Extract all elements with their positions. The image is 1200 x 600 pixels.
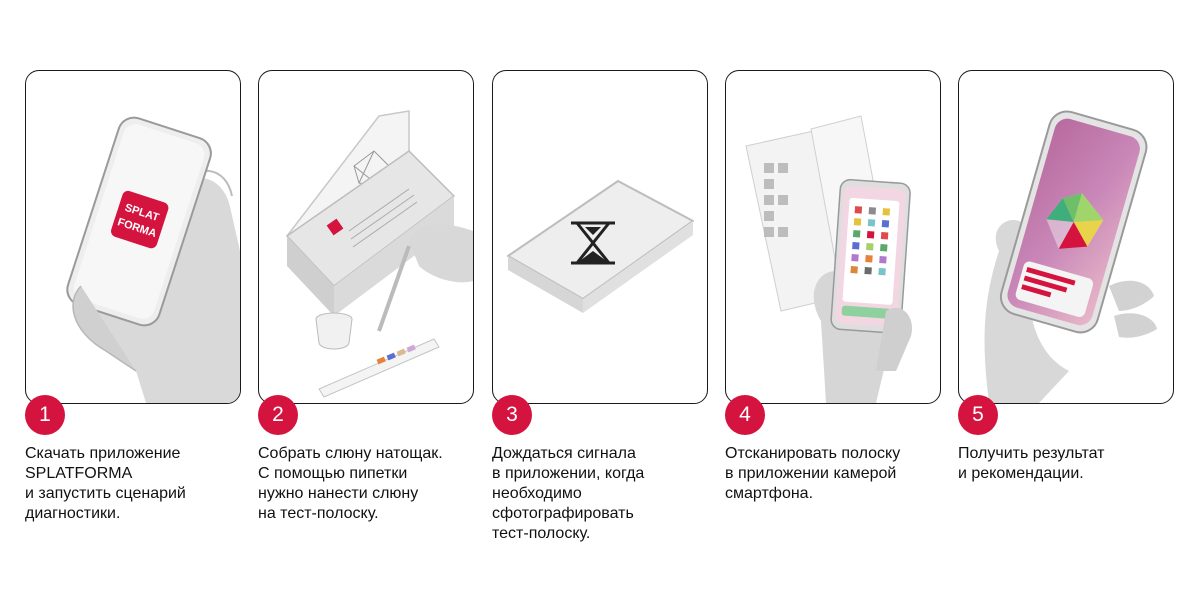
caption-line: Скачать приложение	[25, 445, 181, 462]
results-phone-icon	[984, 110, 1157, 403]
caption-line: и рекомендации.	[958, 465, 1084, 482]
caption-line: Получить результат	[958, 445, 1105, 462]
step-caption: Собрать слюну натощак. С помощью пипетки…	[258, 444, 478, 524]
caption-line: SPLATFORMA	[25, 465, 133, 482]
phone-in-hand-icon: SPLAT FORMA	[66, 116, 240, 403]
steps-row: SPLAT FORMA 1 Скачать приложение SPLATFO…	[25, 70, 1175, 570]
step-card	[958, 70, 1174, 404]
step-caption: Получить результат и рекомендации.	[958, 444, 1178, 484]
caption-line: нужно нанести слюну	[258, 485, 419, 502]
step-2: 2 Собрать слюну натощак. С помощью пипет…	[258, 70, 474, 550]
caption-line: в приложении, когда	[492, 465, 645, 482]
step-number-badge: 5	[958, 395, 998, 435]
step-number-badge: 1	[25, 395, 65, 435]
caption-line: в приложении камерой	[725, 465, 897, 482]
step-1: SPLAT FORMA 1 Скачать приложение SPLATFO…	[25, 70, 241, 550]
caption-line: С помощью пипетки	[258, 465, 408, 482]
test-kit-box-icon	[285, 110, 473, 398]
step-caption: Отсканировать полоску в приложении камер…	[725, 444, 945, 504]
caption-line: тест-полоску.	[492, 525, 591, 542]
caption-line: диагностики.	[25, 505, 121, 522]
step-number-badge: 4	[725, 395, 765, 435]
caption-line: смартфона.	[725, 485, 814, 502]
caption-line: Дождаться сигнала	[492, 445, 636, 462]
step-caption: Дождаться сигнала в приложении, когда не…	[492, 444, 712, 544]
step-3: 3 Дождаться сигнала в приложении, когда …	[492, 70, 708, 550]
caption-line: Отсканировать полоску	[725, 445, 901, 462]
hourglass-icon	[507, 180, 694, 313]
caption-line: Собрать слюну натощак.	[258, 445, 443, 462]
caption-line: сфотографировать	[492, 505, 634, 522]
step-number-badge: 3	[492, 395, 532, 435]
caption-line: на тест-полоску.	[258, 505, 379, 522]
caption-line: и запустить сценарий	[25, 485, 186, 502]
step-card	[492, 70, 708, 404]
caption-line: необходимо	[492, 485, 582, 502]
step-4: 4 Отсканировать полоску в приложении кам…	[725, 70, 941, 550]
step-caption: Скачать приложение SPLATFORMA и запустит…	[25, 444, 245, 524]
scan-strip-icon	[745, 115, 912, 403]
step-5: 5 Получить результат и рекомендации.	[958, 70, 1174, 550]
step-card	[258, 70, 474, 404]
step-card	[725, 70, 941, 404]
step-card: SPLAT FORMA	[25, 70, 241, 404]
step-number-badge: 2	[258, 395, 298, 435]
